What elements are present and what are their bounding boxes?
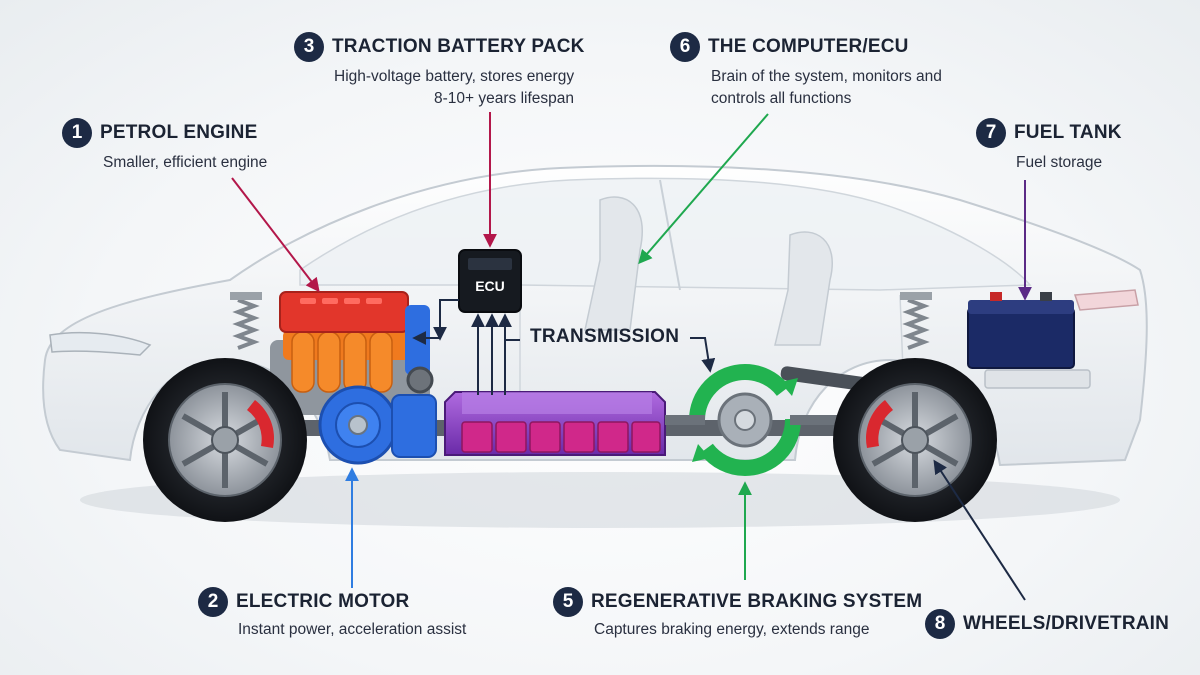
rear-suspension: [900, 292, 932, 350]
callout-description: Fuel storage: [1016, 154, 1103, 171]
number-badge: 2: [198, 587, 228, 617]
callout-title: TRACTION BATTERY PACK: [332, 36, 585, 57]
callout-description: Instant power, acceleration assist: [238, 621, 467, 638]
callout-description: Smaller, efficient engine: [103, 154, 268, 171]
number-badge: 1: [62, 118, 92, 148]
callout-title: THE COMPUTER/ECU: [708, 36, 909, 57]
callout-title: ELECTRIC MOTOR: [236, 591, 410, 612]
number-badge: 8: [925, 609, 955, 639]
callout-title: REGENERATIVE BRAKING SYSTEM: [591, 591, 923, 612]
callout-electric-motor: 2 ELECTRIC MOTOR Instant power, accelera…: [198, 587, 466, 641]
number-badge: 7: [976, 118, 1006, 148]
number-badge: 5: [553, 587, 583, 617]
number-badge: 3: [294, 32, 324, 62]
transmission-label: TRANSMISSION: [530, 326, 680, 347]
rear-wheel: [833, 358, 997, 522]
ecu-connectors: [412, 299, 716, 395]
callout-description: Brain of the system, monitors and contro…: [711, 68, 942, 107]
arrow-wheels-drivetrain: [933, 459, 1026, 601]
callout-description: High-voltage battery, stores energy 8-10…: [334, 68, 575, 107]
number-badge: 6: [670, 32, 700, 62]
ecu-box: ECU: [458, 249, 522, 313]
callout-petrol-engine: 1 PETROL ENGINE Smaller, efficient engin…: [62, 118, 267, 174]
callout-description: Captures braking energy, extends range: [594, 621, 870, 638]
traction-battery: [444, 391, 666, 456]
front-wheel: [143, 358, 307, 522]
fuel-tank: [967, 292, 1091, 389]
callout-title: PETROL ENGINE: [100, 122, 258, 143]
callout-traction-battery: 3 TRACTION BATTERY PACK High-voltage bat…: [294, 32, 585, 110]
front-suspension: [230, 292, 262, 350]
callout-wheels-drivetrain: 8 WHEELS/DRIVETRAIN: [925, 609, 1169, 639]
callout-regen-braking: 5 REGENERATIVE BRAKING SYSTEM Captures b…: [553, 587, 922, 641]
electric-motor: [318, 385, 437, 465]
ecu-label: ECU: [475, 278, 505, 294]
callout-fuel-tank: 7 FUEL TANK Fuel storage: [976, 118, 1122, 174]
arrow-computer-ecu: [638, 113, 769, 265]
callout-title: FUEL TANK: [1014, 122, 1122, 143]
arrow-petrol-engine: [231, 177, 320, 293]
callout-computer-ecu: 6 THE COMPUTER/ECU Brain of the system, …: [670, 32, 942, 110]
callout-title: WHEELS/DRIVETRAIN: [963, 613, 1170, 634]
